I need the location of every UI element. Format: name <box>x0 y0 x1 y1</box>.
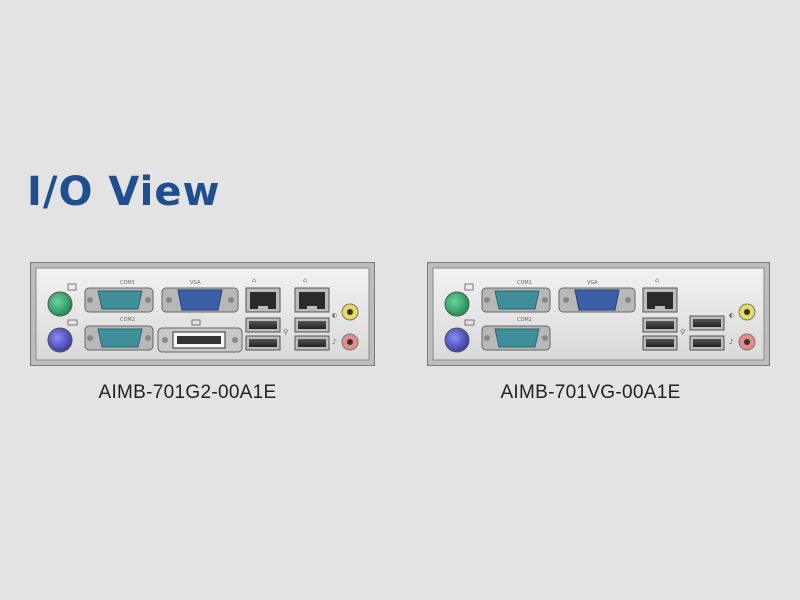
usb-icon: ⚲ <box>283 328 288 336</box>
usb-port-3 <box>294 317 330 333</box>
vga-port <box>558 287 636 313</box>
keyboard-icon <box>464 319 475 326</box>
usb-port-3 <box>689 315 725 331</box>
model-name: AIMB-701G2-00A1E <box>98 382 277 403</box>
ps2-mouse-port <box>444 291 470 317</box>
page-title: I/O View <box>27 169 221 215</box>
svg-text:COM2: COM2 <box>517 317 532 323</box>
serial-port-com1 <box>84 287 154 313</box>
line-out-icon: ◐ <box>332 312 337 319</box>
svg-text:VGA: VGA <box>587 280 598 286</box>
svg-text:⌂: ⌂ <box>252 277 256 284</box>
keyboard-icon <box>67 319 78 326</box>
lan-port-2 <box>294 287 330 313</box>
usb-port-1 <box>642 317 678 333</box>
svg-text:⌂: ⌂ <box>303 277 307 284</box>
serial-port-com1 <box>481 287 551 313</box>
io-shield-right: COM1 VGA COM2 ⌂ <box>427 262 770 366</box>
model-name: AIMB-701VG-00A1E <box>500 382 681 403</box>
serial-port-com2 <box>481 325 551 351</box>
usb-port-2 <box>642 335 678 351</box>
usb-port-2 <box>245 335 281 351</box>
mic-icon: ♪ <box>729 338 733 346</box>
lan-port-1 <box>245 287 281 313</box>
svg-text:VGA: VGA <box>190 280 201 286</box>
ps2-keyboard-port <box>444 327 470 353</box>
usb-port-4 <box>689 335 725 351</box>
lan-port-1 <box>642 287 678 313</box>
svg-text:COM1: COM1 <box>517 280 532 286</box>
mouse-icon <box>464 283 474 291</box>
serial-port-com2 <box>84 325 154 351</box>
ps2-keyboard-port <box>47 327 73 353</box>
dvi-icon <box>191 319 201 326</box>
svg-text:COM1: COM1 <box>120 280 135 286</box>
dvi-port <box>157 327 243 353</box>
svg-text:COM2: COM2 <box>120 317 135 323</box>
svg-text:⌂: ⌂ <box>655 277 659 284</box>
io-shield-left: COM1 VGA COM2 ⌂ <box>30 262 375 366</box>
usb-icon: ⚲ <box>680 328 685 336</box>
vga-port <box>161 287 239 313</box>
io-panel-left: COM1 VGA COM2 ⌂ <box>30 262 375 403</box>
line-out-icon: ◐ <box>729 312 734 319</box>
mic-icon: ♪ <box>332 338 336 346</box>
io-panel-right: COM1 VGA COM2 ⌂ <box>427 262 770 403</box>
usb-port-4 <box>294 335 330 351</box>
mouse-icon <box>67 283 77 291</box>
usb-port-1 <box>245 317 281 333</box>
ps2-mouse-port <box>47 291 73 317</box>
